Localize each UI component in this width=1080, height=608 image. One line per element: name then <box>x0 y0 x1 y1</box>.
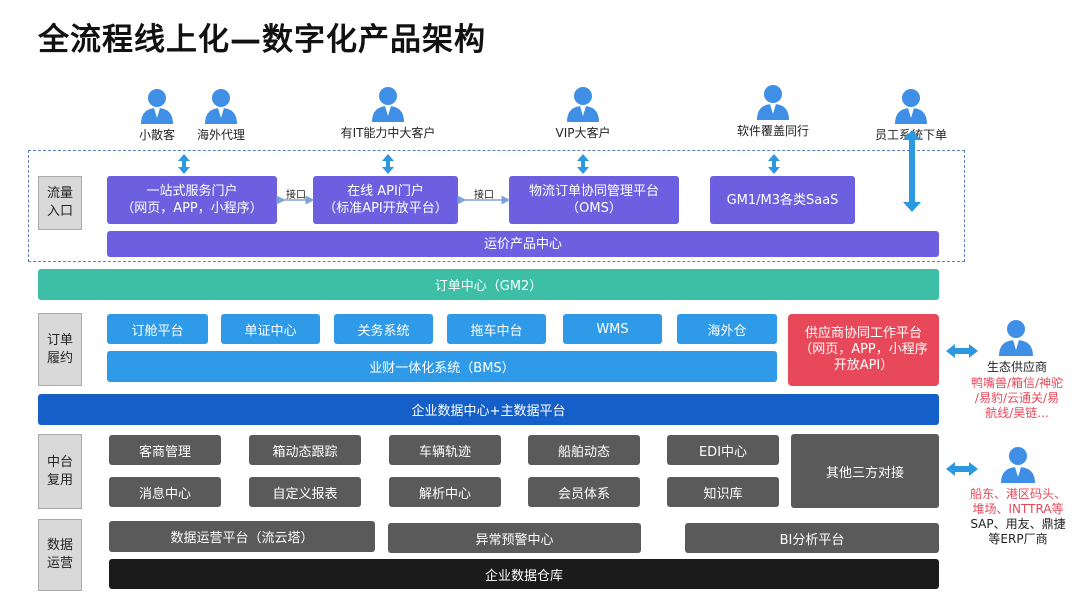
user-0: 小散客 <box>107 86 207 143</box>
supplier-platform-box[interactable]: 供应商协同工作平台 （网页，APP，小程序 开放API） <box>788 314 939 386</box>
row-label-middle: 中台 复用 <box>38 434 82 509</box>
row-label-traffic: 流量 入口 <box>38 176 82 230</box>
fulfill-item[interactable]: 单证中心 <box>221 314 320 344</box>
middle-item[interactable]: 知识库 <box>667 477 779 507</box>
user-arrows <box>178 130 921 212</box>
middle-item[interactable]: EDI中心 <box>667 435 779 465</box>
user-icon <box>372 87 404 122</box>
bms-bar[interactable]: 业财一体化系统（BMS） <box>107 351 777 382</box>
user-2: 有IT能力中大客户 <box>338 84 438 141</box>
middle-item[interactable]: 客商管理 <box>109 435 221 465</box>
user-label: 小散客 <box>138 128 175 142</box>
fulfill-item[interactable]: WMS <box>563 314 662 344</box>
user-icon <box>757 85 789 120</box>
user-label: 有IT能力中大客户 <box>340 126 436 140</box>
third-party-dark-text: SAP、用友、鼎捷 等ERP厂商 <box>970 517 1066 546</box>
user-4: 软件覆盖同行 <box>723 82 823 139</box>
traffic-entry-region <box>28 150 965 262</box>
eco-arrows <box>946 344 978 476</box>
data-warehouse-bar[interactable]: 企业数据仓库 <box>109 559 939 589</box>
middle-item[interactable]: 消息中心 <box>109 477 221 507</box>
pricing-center-bar[interactable]: 运价产品中心 <box>107 231 939 257</box>
fulfill-item[interactable]: 关务系统 <box>334 314 433 344</box>
page-title: 全流程线上化—数字化产品架构 <box>38 22 486 58</box>
third-party-red-text: 船东、港区码头、 堆场、INTTRA等 <box>969 487 1066 516</box>
enterprise-data-center-bar[interactable]: 企业数据中心+主数据平台 <box>38 394 939 425</box>
fulfill-item[interactable]: 拖车中台 <box>447 314 546 344</box>
ops-item[interactable]: 数据运营平台（流云塔） <box>109 521 375 552</box>
eco-supplier-title: 生态供应商 <box>986 360 1047 374</box>
other-third-party-box[interactable]: 其他三方对接 <box>791 434 939 508</box>
saas-box[interactable]: GM1/M3各类SaaS <box>710 176 855 224</box>
middle-item[interactable]: 会员体系 <box>528 477 640 507</box>
third-party-user-icon <box>1001 447 1035 483</box>
middle-item[interactable]: 箱动态跟踪 <box>249 435 361 465</box>
fulfill-item[interactable]: 订舱平台 <box>107 314 208 344</box>
user-icon <box>141 89 173 124</box>
eco-supplier-user-icon <box>999 320 1033 356</box>
user-1: 海外代理 <box>171 86 271 143</box>
user-label: 海外代理 <box>196 128 245 142</box>
user-3: VIP大客户 <box>533 84 633 141</box>
user-icon <box>567 87 599 122</box>
middle-item[interactable]: 解析中心 <box>389 477 501 507</box>
ops-item[interactable]: 异常预警中心 <box>388 523 641 553</box>
row-label-fulfill: 订单 履约 <box>38 313 82 386</box>
user-label: VIP大客户 <box>555 126 611 140</box>
api-portal-box[interactable]: 在线 API门户 （标准API开放平台） <box>313 176 458 224</box>
order-center-bar[interactable]: 订单中心（GM2） <box>38 269 939 300</box>
user-label: 软件覆盖同行 <box>736 124 809 138</box>
middle-item[interactable]: 船舶动态 <box>528 435 640 465</box>
middle-item[interactable]: 车辆轨迹 <box>389 435 501 465</box>
user-icon <box>895 89 927 124</box>
oms-box[interactable]: 物流订单协同管理平台 （OMS） <box>509 176 679 224</box>
fulfill-item[interactable]: 海外仓 <box>677 314 777 344</box>
middle-item[interactable]: 自定义报表 <box>249 477 361 507</box>
service-portal-box[interactable]: 一站式服务门户 （网页，APP，小程序） <box>107 176 277 224</box>
eco-supplier-detail: 鸭嘴兽/箱信/神驼 /易豹/云通关/易 航线/昊链... <box>970 376 1064 420</box>
user-icon <box>205 89 237 124</box>
row-label-ops: 数据 运营 <box>38 519 82 591</box>
ops-item[interactable]: BI分析平台 <box>685 523 939 553</box>
